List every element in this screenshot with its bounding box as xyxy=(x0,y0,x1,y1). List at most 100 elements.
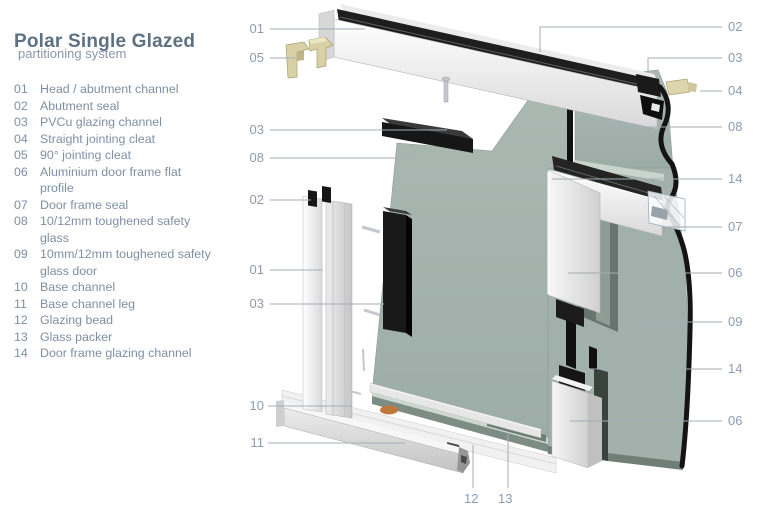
glazing-channel-vertical-side xyxy=(406,215,412,337)
transom-bottom-edge xyxy=(575,160,664,181)
door-frame-glazing-channel-highlight xyxy=(555,165,660,197)
glazing-bead-top-edge xyxy=(369,383,542,431)
legend-item: 06 Aluminium door frame flat profile xyxy=(14,164,220,197)
legend-item-number: 05 xyxy=(14,148,28,162)
legend-item: 07 Door frame seal xyxy=(14,197,220,214)
door-frame-assembly xyxy=(547,156,686,469)
screw xyxy=(362,348,365,372)
legend-item-number: 09 xyxy=(14,247,28,261)
legend-item-label: Door frame seal xyxy=(40,197,129,212)
legend-item: 14 Door frame glazing channel xyxy=(14,345,220,362)
lower-frame-block-face xyxy=(551,380,589,469)
callout-01: 01 xyxy=(249,262,264,277)
callout-12: 12 xyxy=(464,491,479,506)
callout-02: 02 xyxy=(249,192,264,207)
legend-item-number: 01 xyxy=(14,82,28,96)
legend-item-number: 14 xyxy=(14,346,28,360)
legend-item-number: 04 xyxy=(14,131,28,146)
abutment-channel-groove xyxy=(332,202,346,417)
legend-item-number: 12 xyxy=(14,313,28,327)
head-channel-end-glazing-channel xyxy=(636,74,661,97)
legend-item: 13 Glass packer xyxy=(14,329,220,346)
abutment-seal-highlight xyxy=(339,16,655,89)
callout-03: 03 xyxy=(249,296,264,311)
glazing-bead xyxy=(369,382,542,439)
callout-06: 06 xyxy=(728,265,743,280)
cleat-90-right xyxy=(308,36,334,69)
callout-02: 02 xyxy=(728,19,743,34)
lower-frame-tick xyxy=(589,346,597,371)
legend-item-label: 10/12mm toughened safety glass xyxy=(40,214,191,245)
legend-item-label: Glass packer xyxy=(40,329,113,344)
legend-item-label: 90° jointing cleat xyxy=(40,148,132,162)
legend-item-number: 06 xyxy=(14,164,28,179)
legend-item-number: 07 xyxy=(14,197,28,212)
legend-item-number: 03 xyxy=(14,115,28,129)
callout-01: 01 xyxy=(249,21,264,36)
callout-04: 04 xyxy=(728,83,743,98)
callout-11: 11 xyxy=(250,435,265,450)
jamb-seal-rod xyxy=(566,320,576,369)
legend-item-number: 13 xyxy=(14,329,28,344)
screw xyxy=(363,308,381,317)
legend-item-label: Head / abutment channel xyxy=(40,82,179,96)
legend-item: 01 Head / abutment channel xyxy=(14,81,220,98)
screws xyxy=(349,76,451,395)
legend-item-number: 02 xyxy=(14,98,28,113)
legend-item-label: Aluminium door frame flat profile xyxy=(40,164,182,196)
callout-03: 03 xyxy=(249,122,264,137)
abutment-seal-cap-right xyxy=(322,186,331,203)
glazing-channel-top-face xyxy=(382,118,473,139)
screw-head xyxy=(441,76,451,82)
glazing-channel-vertical xyxy=(383,207,412,337)
legend-item: 05 90° jointing cleat xyxy=(14,147,220,164)
callout-05: 05 xyxy=(249,50,264,65)
screw xyxy=(349,390,362,395)
glass-bottom-edge-dark xyxy=(372,396,548,452)
callout-07: 07 xyxy=(728,219,743,234)
legend-item-number: 10 xyxy=(14,280,28,294)
legend-item: 03 PVCu glazing channel xyxy=(14,114,220,131)
screw xyxy=(361,225,381,234)
callout-13: 13 xyxy=(498,491,513,506)
head-channel-end-notch xyxy=(651,103,660,112)
header-cutaway-detail xyxy=(651,206,668,220)
callout-14: 14 xyxy=(728,171,743,186)
head-channel xyxy=(318,4,664,130)
legend-item: 10 Base channel xyxy=(14,279,220,296)
callout-03: 03 xyxy=(728,50,743,65)
callout-08: 08 xyxy=(728,119,743,134)
abutment-seal-strip xyxy=(337,9,657,93)
leader-line xyxy=(539,26,722,52)
cleat-90-left-shade xyxy=(297,50,304,61)
legend-item: 08 10/12mm toughened safety glass xyxy=(14,213,220,246)
legend-item-label: PVCu glazing channel xyxy=(40,115,162,129)
callout-06: 06 xyxy=(728,413,743,428)
callout-14: 14 xyxy=(728,361,743,376)
screw xyxy=(443,80,449,103)
base-channel-leg-cap xyxy=(276,400,284,427)
abutment-seal-cap-left xyxy=(308,190,317,207)
legend-item-label: Door frame glazing channel xyxy=(40,346,192,360)
jamb-seal-cap xyxy=(556,299,584,327)
leader-line xyxy=(647,57,722,73)
callout-10: 10 xyxy=(249,398,264,413)
page-title: Polar Single Glazed xyxy=(14,30,196,52)
door-frame-jamb-face xyxy=(547,169,601,314)
door-frame-header-top-edge xyxy=(547,169,663,202)
page-subtitle: partitioning system xyxy=(18,46,127,61)
lower-frame-block-top xyxy=(552,375,593,391)
legend-item-label: Base channel xyxy=(40,280,116,294)
legend-item-number: 08 xyxy=(14,214,28,228)
cleat-straight-body xyxy=(665,78,691,96)
abutment-channel-bar-back xyxy=(325,199,353,419)
callout-08: 08 xyxy=(249,150,264,165)
cleat-90-right-highlight xyxy=(309,37,327,44)
